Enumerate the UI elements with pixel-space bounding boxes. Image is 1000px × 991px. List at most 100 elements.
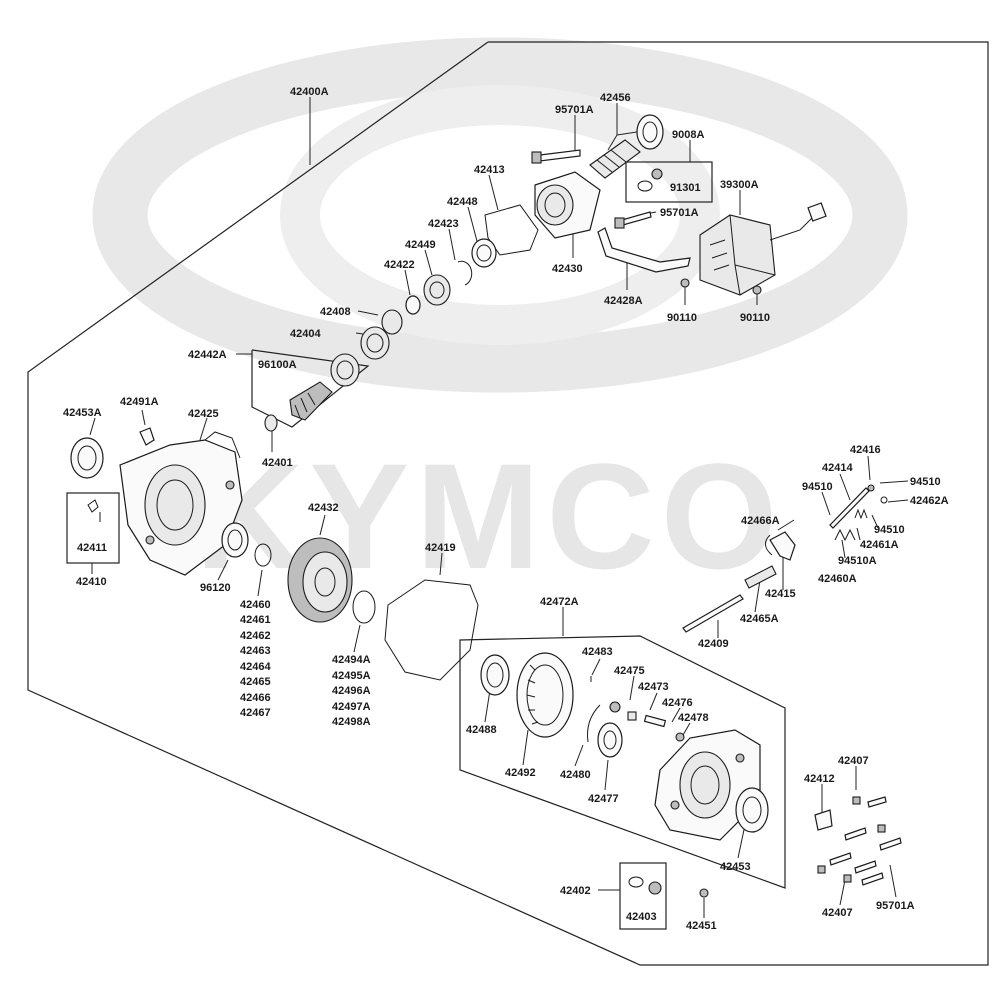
label-42496A: 42496A	[332, 685, 371, 697]
label-42492: 42492	[505, 767, 536, 779]
box-42410	[66, 492, 120, 564]
label-42483: 42483	[582, 646, 613, 658]
box-42442A	[251, 349, 370, 428]
part-42460A-spring	[834, 528, 856, 542]
part-42403-plug	[648, 881, 662, 895]
label-42453A: 42453A	[63, 407, 102, 419]
label-42494A: 42494A	[332, 654, 371, 666]
part-42432-ring-gear	[287, 537, 353, 623]
label-42408: 42408	[320, 306, 351, 318]
part-96100A-bearing	[330, 353, 360, 387]
label-42432: 42432	[308, 502, 339, 514]
label-42407-bot: 42407	[822, 907, 853, 919]
outer-frame	[27, 41, 989, 966]
part-42449-bearing	[423, 274, 451, 306]
part-42411-pin	[87, 499, 99, 513]
label-42466: 42466	[240, 692, 271, 704]
label-42442A: 42442A	[188, 349, 227, 361]
part-39300A-actuator	[699, 202, 827, 296]
label-42419: 42419	[425, 542, 456, 554]
label-42423: 42423	[428, 218, 459, 230]
label-42473: 42473	[638, 681, 669, 693]
label-42448: 42448	[447, 196, 478, 208]
label-42478: 42478	[678, 712, 709, 724]
part-42415-fork	[769, 531, 796, 561]
part-42414-rod	[829, 487, 870, 529]
part-42477-seal	[597, 722, 623, 758]
part-42453A-seal	[70, 437, 104, 479]
label-9008A: 9008A	[672, 129, 704, 141]
label-94510-c: 94510	[874, 524, 905, 536]
label-42461A: 42461A	[860, 539, 899, 551]
part-42453-seal	[735, 787, 769, 833]
label-42416: 42416	[850, 444, 881, 456]
label-42401: 42401	[262, 457, 293, 469]
watermark-logo-inner	[280, 85, 720, 345]
label-42480: 42480	[560, 769, 591, 781]
part-42403-oring	[628, 876, 644, 888]
part-pinion-gear	[289, 381, 333, 421]
part-42480-fork	[587, 704, 601, 743]
part-42430-housing	[534, 171, 601, 239]
part-42408-nut	[381, 309, 403, 335]
part-42456-seal	[636, 114, 664, 150]
part-42476-shaft	[643, 714, 667, 728]
label-42402: 42402	[560, 885, 591, 897]
label-90110-b: 90110	[740, 312, 770, 324]
label-42472A: 42472A	[540, 596, 579, 608]
label-39300A: 39300A	[720, 179, 759, 191]
label-42476: 42476	[662, 697, 693, 709]
label-42451: 42451	[686, 920, 717, 932]
box-9008A	[625, 161, 713, 203]
part-42466A-fork	[765, 534, 773, 556]
parts	[70, 114, 902, 898]
label-96120: 96120	[200, 582, 231, 594]
label-stack-42460: 42460 42461 42462 42463 42464 42465 4246…	[240, 599, 271, 719]
part-96120-seal	[221, 522, 249, 558]
part-42465A-sleeve	[744, 565, 777, 589]
part-94510-clip	[880, 496, 888, 504]
label-42463: 42463	[240, 645, 271, 657]
part-90110-nut-a	[680, 278, 690, 288]
part-bolt-set	[817, 796, 902, 886]
label-94510A: 94510A	[838, 555, 877, 567]
part-42494A-shim	[352, 590, 376, 624]
label-95701A-bot: 95701A	[876, 900, 915, 912]
part-42488-seal	[480, 654, 510, 696]
part-labels: 42400A 95701A 42456 9008A 91301 39300A 4…	[63, 86, 949, 932]
label-42412: 42412	[804, 773, 835, 785]
label-42462: 42462	[240, 630, 271, 642]
part-42456-shaft	[589, 139, 641, 179]
label-42415: 42415	[765, 588, 796, 600]
part-42422-spacer	[405, 295, 421, 315]
part-42473-spring	[627, 711, 637, 721]
label-42495A: 42495A	[332, 670, 371, 682]
label-42430: 42430	[552, 263, 583, 275]
part-42491A-breather	[139, 427, 155, 446]
part-42423-circlip	[457, 260, 473, 286]
box-42402	[619, 862, 667, 930]
label-42409: 42409	[698, 638, 729, 650]
label-96100A: 96100A	[258, 359, 297, 371]
label-42449: 42449	[405, 239, 436, 251]
part-95701A-bolt	[539, 149, 581, 162]
part-plug	[651, 168, 663, 180]
part-42412-plate	[814, 809, 833, 831]
part-42451-bolt	[699, 888, 709, 898]
part-42448-seal	[471, 238, 497, 268]
label-42466A: 42466A	[741, 515, 780, 527]
label-42461: 42461	[240, 614, 271, 626]
part-42401-bearing	[264, 414, 278, 432]
label-42403: 42403	[626, 911, 657, 923]
label-42488: 42488	[466, 724, 497, 736]
part-42409-shaft	[682, 594, 744, 633]
label-42411: 42411	[77, 542, 107, 554]
label-42456: 42456	[600, 92, 631, 104]
part-42428A-bracket	[597, 227, 691, 273]
label-42462A: 42462A	[910, 495, 949, 507]
part-95701A-mid-bolt	[621, 211, 652, 226]
label-94510-a: 94510	[910, 476, 941, 488]
label-42413: 42413	[474, 164, 505, 176]
label-42428A: 42428A	[604, 295, 643, 307]
part-42475-ball	[609, 701, 621, 713]
